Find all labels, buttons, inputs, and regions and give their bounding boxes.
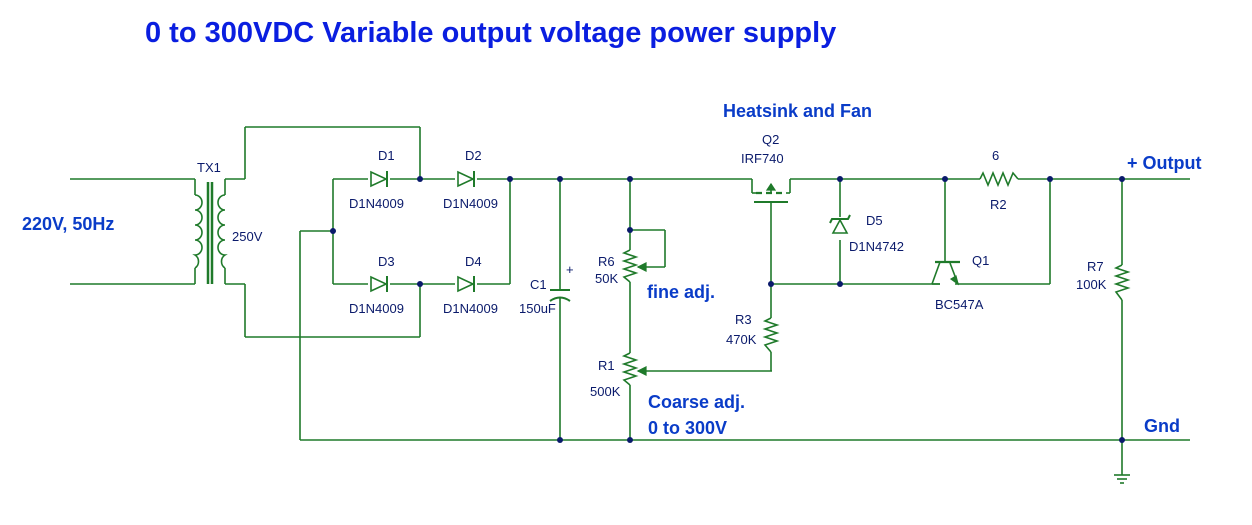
resistor-r2: [979, 170, 1019, 188]
q2-ref-label: Q2: [762, 132, 779, 147]
c1-ref-label: C1: [530, 277, 547, 292]
r2-ref-label: R2: [990, 197, 1007, 212]
r7-value-label: 100K: [1076, 277, 1107, 292]
input-voltage-note: 220V, 50Hz: [22, 214, 114, 234]
zener-diode-d5: [829, 214, 851, 234]
r7-ref-label: R7: [1087, 259, 1104, 274]
heatsink-note: Heatsink and Fan: [723, 101, 872, 121]
capacitor-c1: [549, 289, 571, 302]
d5-value-label: D1N4742: [849, 239, 904, 254]
d4-value-label: D1N4009: [443, 301, 498, 316]
r1-value-label: 500K: [590, 384, 621, 399]
q2-value-label: IRF740: [741, 151, 784, 166]
diode-d2: [457, 170, 475, 188]
junction-dots: [330, 176, 1125, 443]
r6-ref-label: R6: [598, 254, 615, 269]
coarse-adj-note: Coarse adj.: [648, 392, 745, 412]
c1-polarity-mark: +: [566, 262, 574, 277]
resistor-r7: [1113, 264, 1131, 301]
range-note: 0 to 300V: [648, 418, 727, 438]
d2-value-label: D1N4009: [443, 196, 498, 211]
transformer-tx1: [192, 182, 228, 284]
diode-d3: [370, 275, 388, 293]
transistor-q1: [931, 260, 960, 286]
d1-ref-label: D1: [378, 148, 395, 163]
r3-ref-label: R3: [735, 312, 752, 327]
d2-ref-label: D2: [465, 148, 482, 163]
diode-d1: [370, 170, 388, 188]
ground-symbol: [1114, 474, 1130, 484]
resistor-r3: [762, 317, 780, 353]
r1-ref-label: R1: [598, 358, 615, 373]
potentiometer-r1: [621, 352, 647, 386]
d1-value-label: D1N4009: [349, 196, 404, 211]
q1-value-label: BC547A: [935, 297, 984, 312]
q1-ref-label: Q1: [972, 253, 989, 268]
gnd-terminal-label: Gnd: [1144, 416, 1180, 436]
d4-ref-label: D4: [465, 254, 482, 269]
diode-d4: [457, 275, 475, 293]
potentiometer-r6: [621, 249, 647, 283]
d3-ref-label: D3: [378, 254, 395, 269]
diagram-title: 0 to 300VDC Variable output voltage powe…: [145, 17, 836, 49]
mosfet-q2: [751, 179, 791, 207]
tx1-ref-label: TX1: [197, 160, 221, 175]
tx1-value-label: 250V: [232, 229, 263, 244]
r3-value-label: 470K: [726, 332, 757, 347]
d3-value-label: D1N4009: [349, 301, 404, 316]
c1-value-label: 150uF: [519, 301, 556, 316]
output-terminal-label: + Output: [1127, 153, 1202, 173]
d5-ref-label: D5: [866, 213, 883, 228]
r6-value-label: 50K: [595, 271, 618, 286]
fine-adj-note: fine adj.: [647, 282, 715, 302]
r2-value-label: 6: [992, 148, 999, 163]
